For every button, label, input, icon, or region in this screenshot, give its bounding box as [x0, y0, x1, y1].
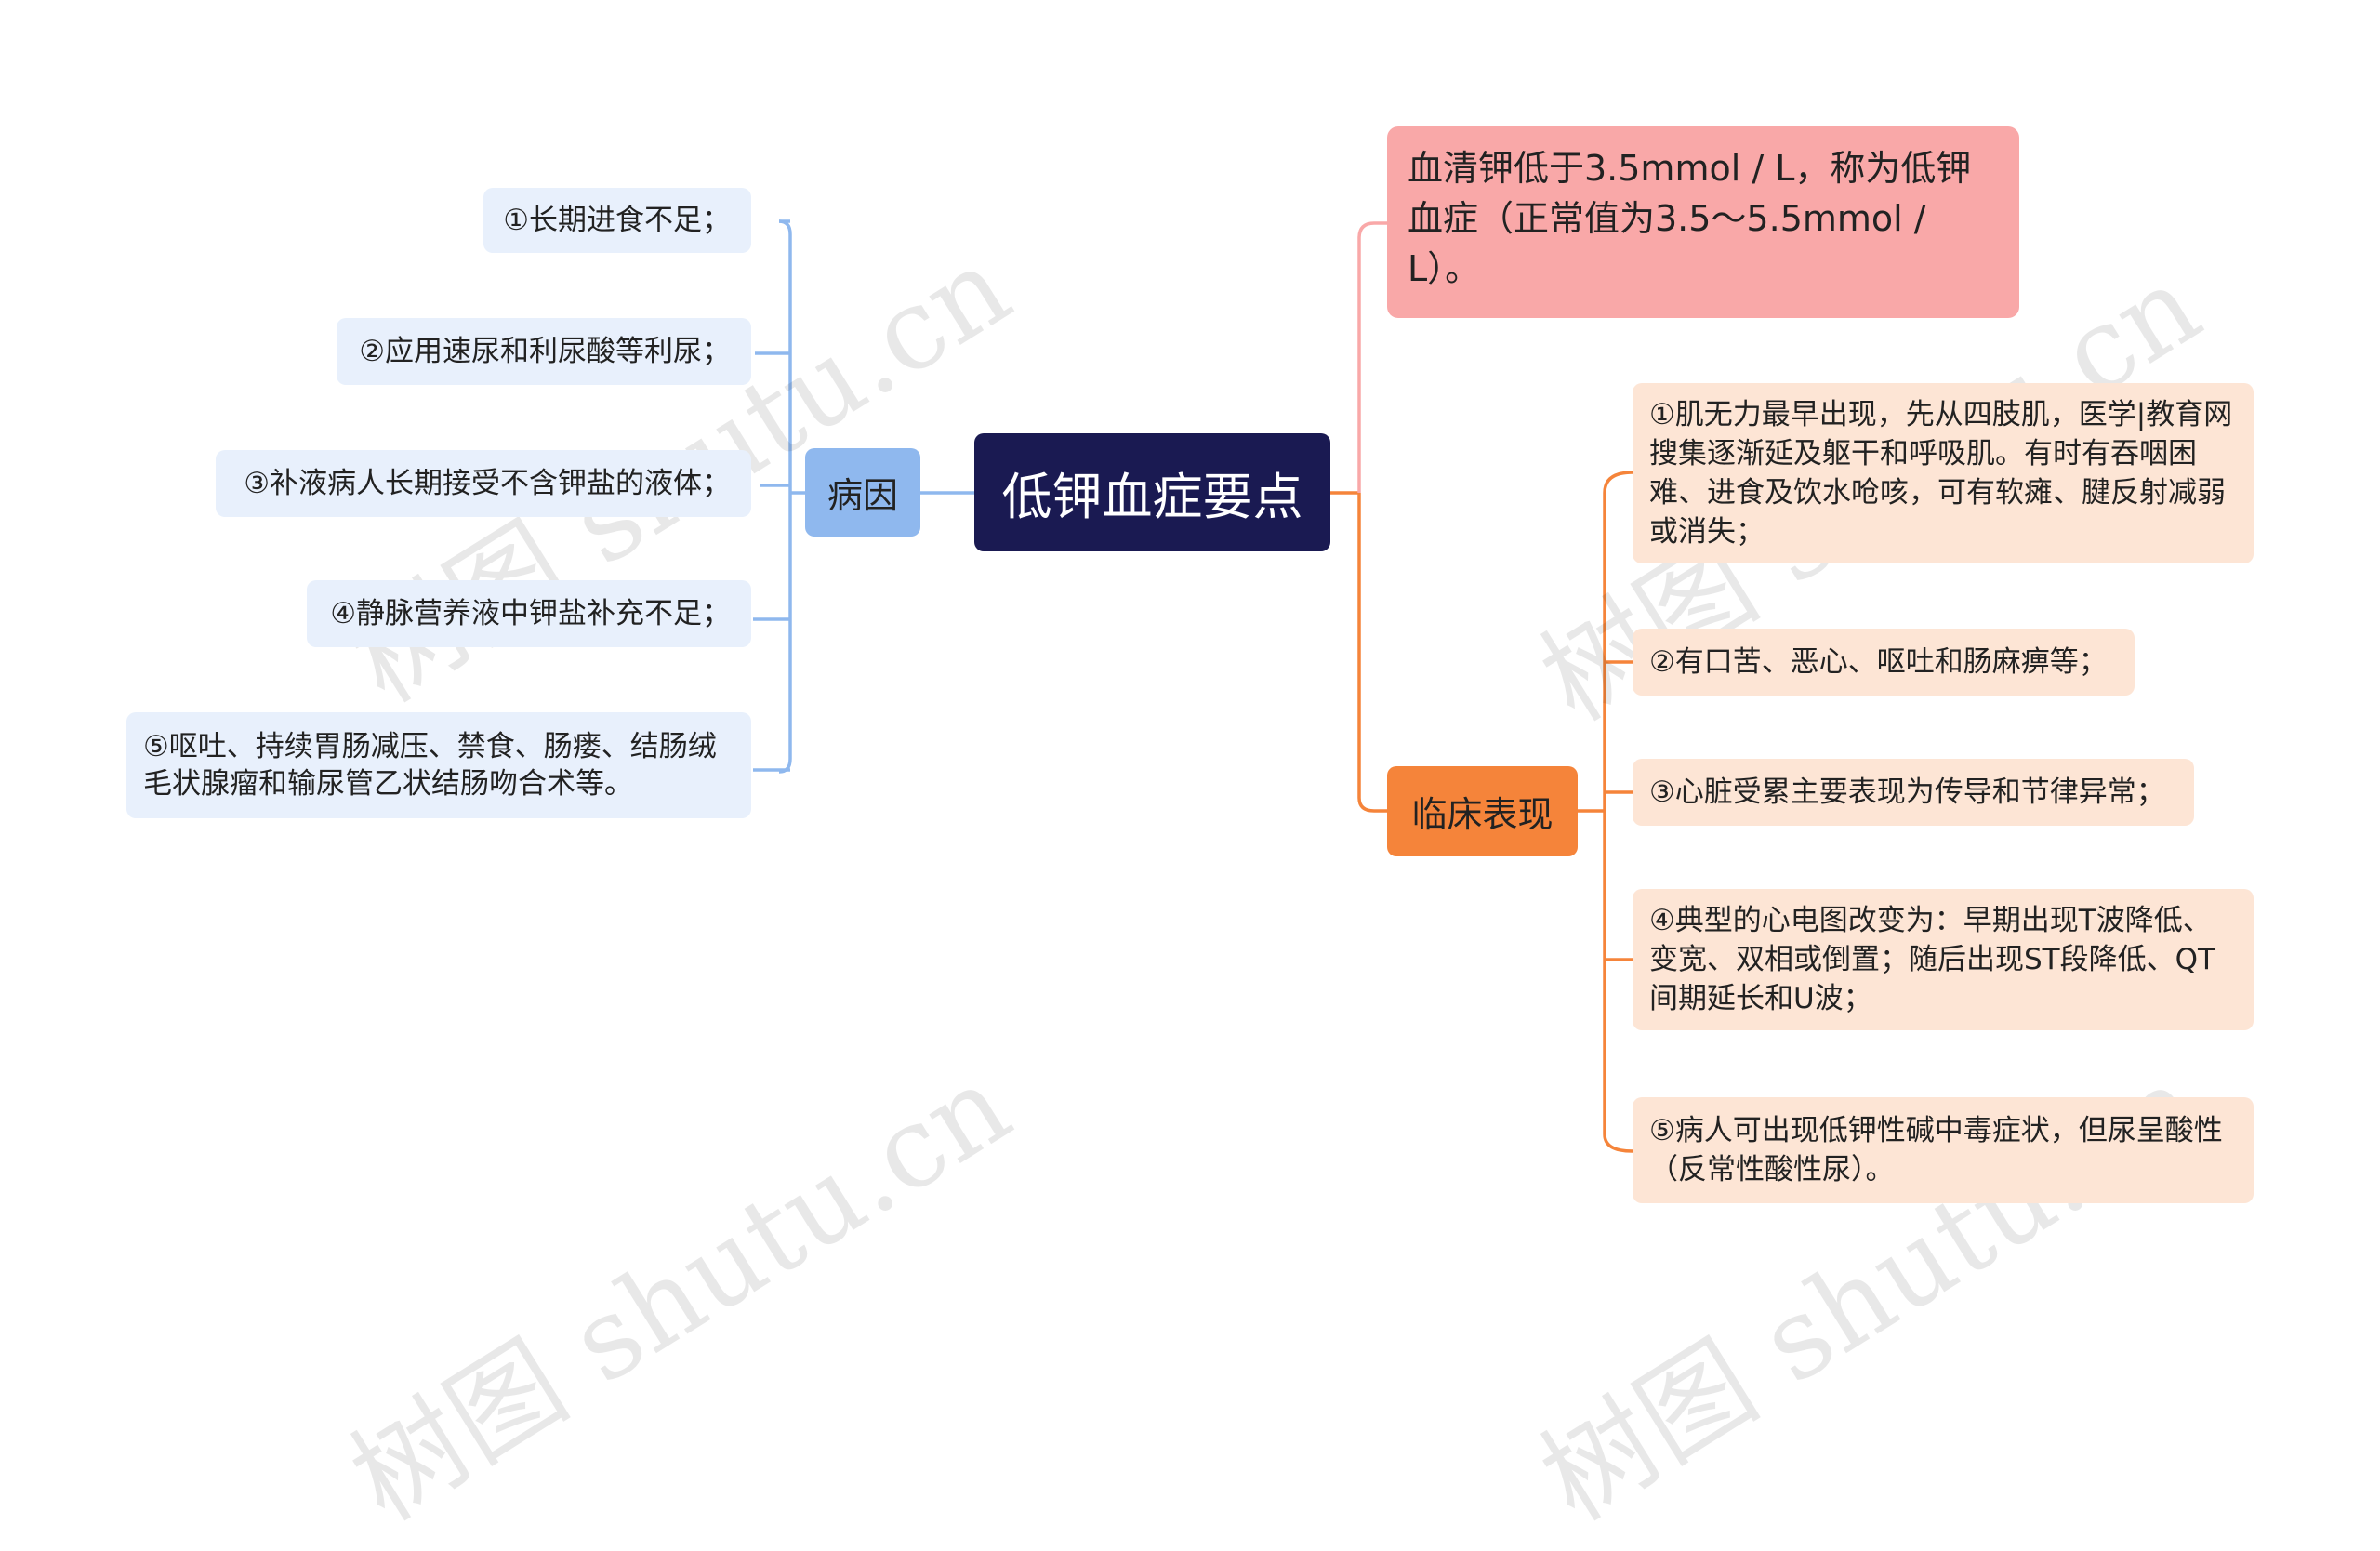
clinical-leaf[interactable]: ①肌无力最早出现，先从四肢肌，医学|教育网搜集逐渐延及躯干和呼吸肌。有时有吞咽困…	[1633, 383, 2254, 563]
edge-cause-leaf	[753, 219, 790, 772]
edge-root-def	[1357, 221, 1387, 493]
branch-clinical[interactable]: 临床表现	[1387, 766, 1578, 856]
edge-clin-spine	[1578, 471, 1633, 1153]
cause-leaf[interactable]: ④静脉营养液中钾盐补充不足；	[307, 580, 751, 647]
cause-leaf[interactable]: ①长期进食不足；	[483, 188, 751, 253]
clinical-leaf[interactable]: ③心脏受累主要表现为传导和节律异常；	[1633, 759, 2194, 826]
cause-leaf[interactable]: ②应用速尿和利尿酸等利尿；	[337, 318, 751, 385]
cause-leaf[interactable]: ③补液病人长期接受不含钾盐的液体；	[216, 450, 751, 517]
edge-root-clin	[1357, 493, 1387, 813]
clinical-leaf[interactable]: ⑤病人可出现低钾性碱中毒症状，但尿呈酸性（反常性酸性尿）。	[1633, 1097, 2254, 1203]
clinical-leaf[interactable]: ④典型的心电图改变为：早期出现T波降低、变宽、双相或倒置；随后出现ST段降低、Q…	[1633, 889, 2254, 1030]
root-topic[interactable]: 低钾血症要点	[974, 433, 1330, 551]
cause-leaf[interactable]: ⑤呕吐、持续胃肠减压、禁食、肠瘘、结肠绒毛状腺瘤和输尿管乙状结肠吻合术等。	[126, 712, 751, 818]
edge-clin-leaf	[1605, 660, 1633, 961]
clinical-leaf[interactable]: ②有口苦、恶心、呕吐和肠麻痹等；	[1633, 629, 2135, 696]
branch-cause[interactable]: 病因	[805, 448, 920, 537]
connector-lines	[753, 219, 1633, 1153]
definition-node[interactable]: 血清钾低于3.5mmol / L，称为低钾血症（正常值为3.5～5.5mmol …	[1387, 126, 2019, 318]
